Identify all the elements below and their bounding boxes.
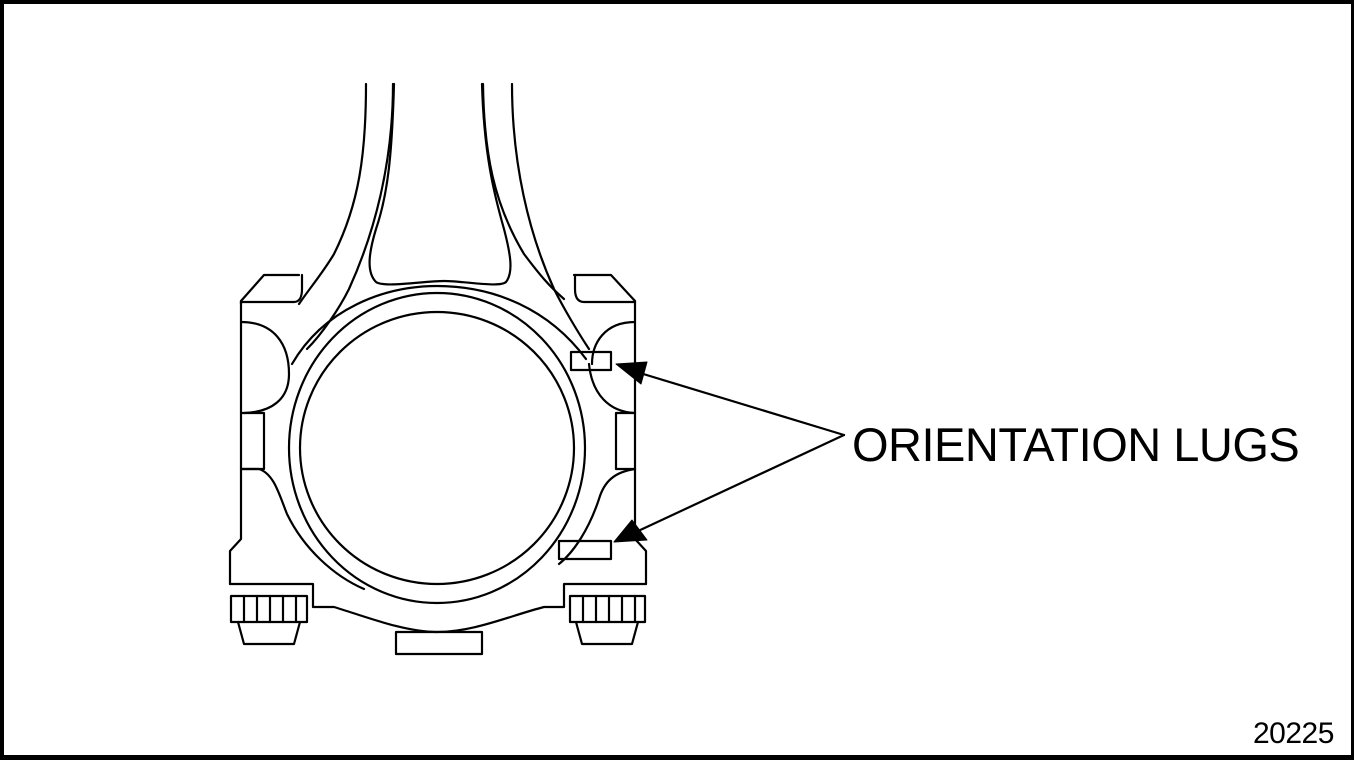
callout-leaders bbox=[613, 361, 846, 543]
connecting-rod-drawing bbox=[228, 82, 846, 656]
big-end-housing bbox=[228, 273, 648, 591]
bearing-cap bbox=[228, 582, 648, 656]
left-cap-bolt bbox=[229, 594, 309, 646]
bearing-bore bbox=[287, 284, 588, 605]
orientation-lugs-label: ORIENTATION LUGS bbox=[852, 418, 1300, 471]
figure-number: 20225 bbox=[1253, 717, 1334, 750]
rod-shank bbox=[297, 82, 591, 351]
upper-leader-line bbox=[638, 371, 846, 437]
upper-arrowhead-icon bbox=[615, 361, 648, 385]
lower-leader-line bbox=[634, 433, 846, 534]
lower-orientation-lug bbox=[557, 539, 613, 561]
lower-arrowhead-icon bbox=[613, 519, 648, 543]
right-cap-bolt bbox=[568, 594, 647, 646]
upper-orientation-lug bbox=[569, 350, 613, 372]
